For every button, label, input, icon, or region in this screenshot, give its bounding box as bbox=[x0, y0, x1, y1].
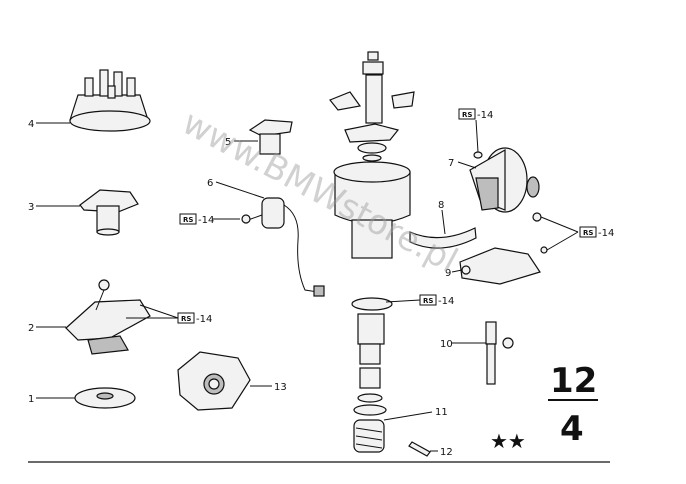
callout-10: 10 bbox=[440, 339, 453, 350]
rs-label: RS bbox=[181, 315, 191, 323]
callout-2: 2 bbox=[28, 323, 34, 334]
shaft-washers bbox=[357, 142, 387, 162]
callout-14-c: -14 bbox=[438, 296, 454, 307]
rs-label: RS bbox=[583, 229, 593, 237]
watermark: www.BMWstore.pl bbox=[176, 103, 464, 282]
callout-6: 6 bbox=[207, 178, 213, 189]
callout-9: 9 bbox=[445, 268, 451, 279]
rotor-small bbox=[248, 119, 293, 155]
clip-ring bbox=[473, 151, 483, 159]
roll-pin bbox=[408, 441, 431, 457]
group-sub-number: 4 bbox=[560, 409, 584, 449]
distributor-cap bbox=[69, 69, 151, 132]
rs-label: RS bbox=[423, 297, 433, 305]
callout-7: 7 bbox=[448, 158, 454, 169]
strap bbox=[409, 227, 477, 249]
callout-14-b: -14 bbox=[198, 215, 214, 226]
callout-12: 12 bbox=[440, 447, 453, 458]
callout-4: 4 bbox=[28, 119, 34, 130]
callout-3: 3 bbox=[28, 202, 34, 213]
vacuum-advance-unit bbox=[469, 147, 540, 213]
callout-14-a: -14 bbox=[196, 314, 212, 325]
screw-condenser bbox=[241, 214, 251, 224]
callout-11: 11 bbox=[435, 407, 448, 418]
shaft-bushings bbox=[353, 313, 387, 416]
rs-badge: RS bbox=[458, 108, 476, 120]
breaker-plate bbox=[177, 351, 251, 411]
clamp bbox=[459, 247, 541, 285]
rotor-arm bbox=[79, 189, 139, 236]
distributor-housing bbox=[333, 161, 411, 259]
rs-label: RS bbox=[183, 216, 193, 224]
callout-5: 5 bbox=[225, 137, 231, 148]
rs-badge: RS bbox=[179, 213, 197, 225]
screw-vacuum bbox=[532, 212, 548, 254]
rs-badge: RS bbox=[579, 226, 597, 238]
callout-14-e: -14 bbox=[598, 228, 614, 239]
callout-14-d: -14 bbox=[477, 110, 493, 121]
callout-8: 8 bbox=[438, 200, 444, 211]
contact-breaker bbox=[65, 279, 151, 355]
drive-gear bbox=[353, 419, 385, 453]
rs-badge: RS bbox=[177, 312, 195, 324]
felt-washer bbox=[74, 387, 136, 409]
shaft-seal bbox=[351, 297, 393, 311]
adjuster-pin bbox=[485, 321, 514, 385]
group-main-number: 12 bbox=[550, 361, 597, 401]
rs-badge: RS bbox=[419, 294, 437, 306]
callout-13: 13 bbox=[274, 382, 287, 393]
condenser bbox=[247, 197, 325, 297]
rs-label: RS bbox=[462, 111, 472, 119]
centrifugal-weights bbox=[329, 51, 415, 143]
rating-stars: ★★ bbox=[490, 429, 526, 453]
callout-1: 1 bbox=[28, 394, 34, 405]
